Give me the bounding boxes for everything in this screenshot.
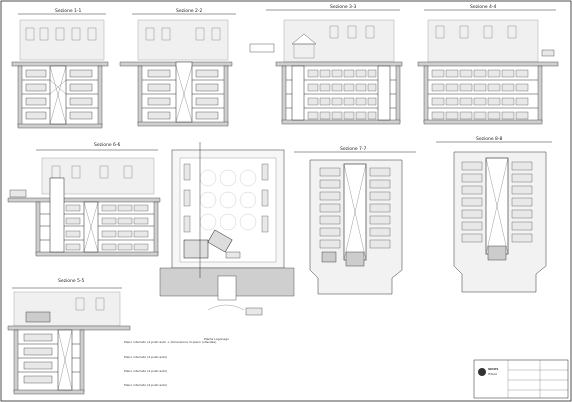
company-logo-icon	[478, 368, 486, 376]
legend-line-4: Piano interrato (4 posti auto)	[124, 383, 167, 387]
section-5-5-title: Sezione 5-5	[58, 278, 85, 284]
company-logo-text: SIDUS	[488, 367, 498, 371]
section-6-6: Sezione 6-6	[7, 142, 161, 257]
section-2-2-title: Sezione 2-2	[176, 8, 203, 14]
section-2-2: Sezione 2-2	[119, 8, 236, 127]
legend-line-1: Piano interrato (4 posti auto + dimensio…	[124, 340, 216, 344]
plan-caption: Pianta Lagonego	[204, 337, 229, 341]
legend-line-3: Piano interrato (4 posti auto)	[124, 369, 167, 373]
section-1-1: Sezione 1-1	[11, 8, 109, 129]
section-8-8: Sezione 8-8	[436, 136, 552, 293]
section-4-4-title: Sezione 4-4	[470, 4, 497, 10]
section-5-5: Sezione 5-5 Piano interrato (4 posti aut…	[7, 278, 216, 395]
section-3-3: Sezione 3-3	[249, 4, 403, 125]
company-logo-sub: ITALIA	[488, 372, 498, 376]
plan-view: Pianta Lagonego	[159, 142, 295, 341]
legend-line-2: Piano interrato (4 posti auto)	[124, 355, 167, 359]
title-block: SIDUS ITALIA	[473, 359, 569, 399]
section-6-6-title: Sezione 6-6	[94, 142, 121, 148]
section-8-8-title: Sezione 8-8	[476, 136, 503, 142]
section-1-1-title: Sezione 1-1	[55, 8, 82, 14]
section-7-7-title: Sezione 7-7	[340, 146, 367, 152]
section-4-4: Sezione 4-4	[417, 4, 559, 125]
section-3-3-title: Sezione 3-3	[330, 4, 357, 10]
section-7-7: Sezione 7-7	[294, 146, 416, 295]
